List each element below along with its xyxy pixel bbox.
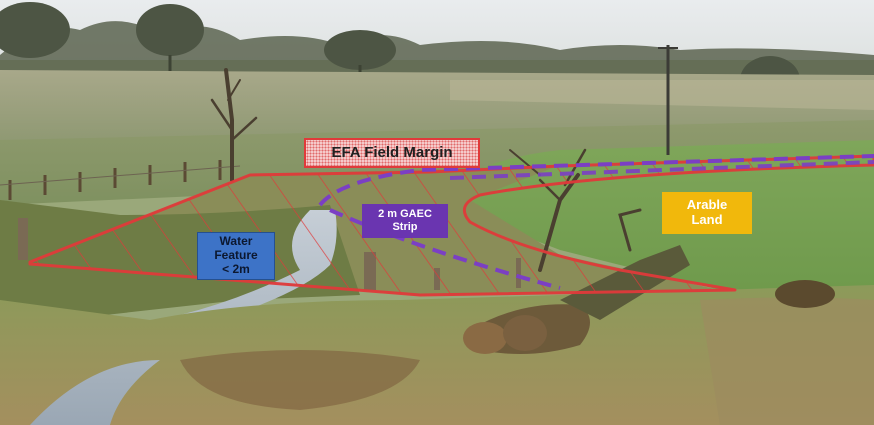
gaec-strip-label-line1: 2 m GAEC bbox=[378, 208, 432, 221]
arable-land-label-line2: Land bbox=[691, 212, 723, 227]
gaec-strip-label-line2: Strip bbox=[392, 221, 418, 233]
efa-field-margin-label: EFA Field Margin bbox=[304, 138, 480, 168]
gaec-strip-label: 2 m GAEC Strip bbox=[362, 204, 448, 238]
water-feature-label-line1: Water bbox=[219, 234, 253, 249]
water-feature-label: Water Feature < 2m bbox=[197, 232, 275, 280]
arable-land-label: Arable Land bbox=[662, 192, 752, 234]
arable-land-label-line1: Arable bbox=[686, 197, 728, 213]
water-feature-label-line3: < 2m bbox=[222, 261, 250, 276]
water-feature-label-line2: Feature bbox=[214, 248, 258, 263]
